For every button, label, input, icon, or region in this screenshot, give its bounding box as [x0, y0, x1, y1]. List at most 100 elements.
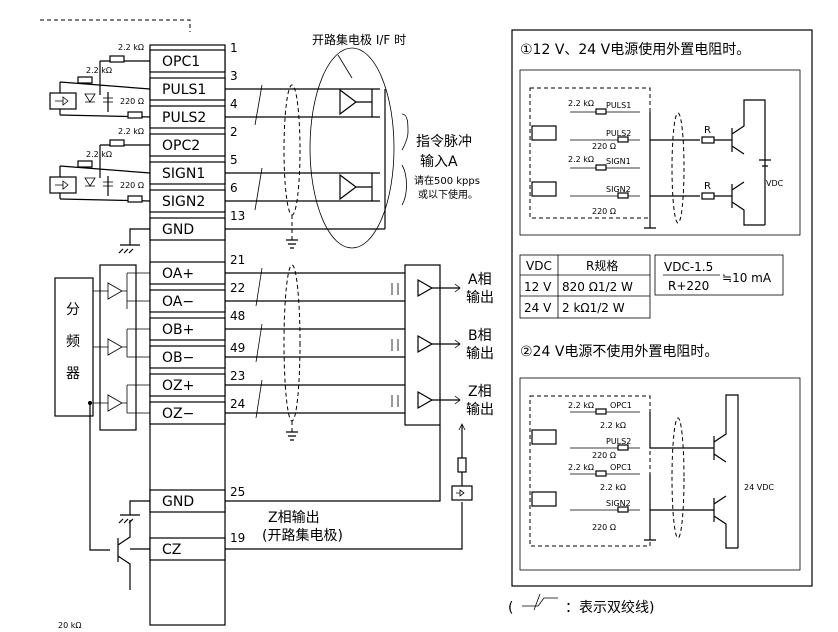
table-r2-c2: 2 kΩ1/2 W	[562, 301, 625, 315]
a-phase-label-1: A相	[468, 272, 492, 288]
res-sign1-2k2: 2.2 kΩ	[86, 150, 112, 159]
connector-signal-boxes	[149, 49, 226, 561]
divider-char-1: 分	[66, 302, 80, 318]
signal-gnd-25: GND	[162, 494, 194, 510]
pin-22: 22	[230, 281, 245, 295]
signal-oz-plus: OZ+	[162, 378, 194, 394]
signal-oz-minus: OZ−	[162, 406, 194, 422]
signal-ob-minus: OB−	[162, 350, 194, 366]
cmd-note-2: 或以下使用。	[418, 188, 478, 201]
panel-circuit-1	[519, 69, 801, 236]
pin-3: 3	[230, 69, 238, 83]
gnd-13-ground	[118, 228, 150, 254]
signal-puls1: PULS1	[162, 82, 206, 98]
z-open-collector-output	[225, 423, 473, 550]
twisted-legend-open: (	[508, 600, 513, 616]
table-r1-c2: 820 Ω1/2 W	[562, 280, 633, 294]
signal-oa-plus: OA+	[162, 266, 194, 282]
z-phase-label-1: Z相	[468, 384, 492, 400]
p2-opc1b: OPC1	[610, 463, 632, 472]
table-header-r: R规格	[586, 258, 618, 273]
p2-sign2: SIGN2	[606, 499, 631, 508]
pin-21: 21	[230, 253, 245, 267]
p1-sign1: SIGN1	[606, 157, 631, 166]
pin-4: 4	[230, 97, 238, 111]
pin-19: 19	[230, 531, 245, 545]
a-phase-label-2: 输出	[466, 290, 494, 306]
formula-numerator: VDC-1.5	[664, 260, 713, 274]
res-20k: 20 kΩ	[58, 621, 81, 630]
signal-opc2: OPC2	[162, 138, 200, 154]
pin-48: 48	[230, 309, 245, 323]
line-driver-box	[99, 264, 137, 431]
signal-opc1: OPC1	[162, 54, 200, 70]
p1-r-label-a: R	[704, 125, 711, 136]
panel-title-2: ②24 V电源不使用外置电阻时。	[520, 343, 718, 360]
signal-puls2: PULS2	[162, 110, 206, 126]
pin-49: 49	[230, 341, 245, 355]
b-phase-label-2: 输出	[466, 346, 494, 362]
p1-r-label-b: R	[704, 181, 711, 192]
cz-transistor	[89, 403, 150, 590]
p1-res-220b: 220 Ω	[592, 207, 616, 216]
b-phase-label-1: B相	[468, 328, 492, 344]
pin-6: 6	[230, 181, 238, 195]
z-oc-label-2: (开路集电极)	[262, 527, 343, 544]
divider-char-3: 器	[66, 366, 80, 382]
cmd-brace	[401, 113, 409, 206]
line-driver-buffers	[88, 272, 150, 414]
p2-opc1a: OPC1	[610, 401, 632, 410]
res-opc2-2k2: 2.2 kΩ	[118, 127, 144, 136]
p1-res-220a: 220 Ω	[592, 142, 616, 151]
p2-24vdc: 24 VDC	[744, 483, 774, 492]
p1-res-2k2b: 2.2 kΩ	[568, 155, 594, 164]
p2-res-2k2d: 2.2 kΩ	[600, 483, 626, 492]
signal-sign1: SIGN1	[162, 166, 205, 182]
signal-sign2: SIGN2	[162, 194, 205, 210]
signal-ob-plus: OB+	[162, 322, 194, 338]
res-opc1-2k2: 2.2 kΩ	[118, 43, 144, 52]
p1-sign2: SIGN2	[606, 185, 631, 194]
pin-5: 5	[230, 153, 238, 167]
p2-res-2k2a: 2.2 kΩ	[568, 401, 594, 410]
signal-oa-minus: OA−	[162, 294, 194, 310]
pin-1: 1	[230, 41, 238, 55]
res-puls-220: 220 Ω	[120, 97, 144, 106]
input-circuit-sign	[49, 139, 151, 203]
panel-title-1: ①12 V、24 V电源使用外置电阻时。	[520, 41, 750, 58]
frequency-divider-box	[54, 277, 94, 417]
encoder-output-wiring	[225, 264, 461, 502]
signal-cz: CZ	[162, 542, 181, 558]
pin-2: 2	[230, 125, 238, 139]
res-sign-220: 220 Ω	[120, 181, 144, 190]
open-collector-driver	[309, 47, 395, 249]
signal-gnd-13: GND	[162, 222, 194, 238]
p1-vdc: VDC	[766, 179, 784, 188]
connector-top-edge	[40, 19, 191, 32]
oc-pointer	[337, 54, 353, 79]
input-circuit-puls	[49, 55, 151, 119]
p1-puls1: PULS1	[606, 101, 631, 110]
pin-23: 23	[230, 369, 245, 383]
panel-circuit-2	[519, 377, 801, 571]
resistor-spec-table	[519, 254, 784, 319]
twisted-pair-symbol	[522, 593, 558, 611]
z-oc-label-1: Z相输出	[268, 510, 320, 526]
p2-res-220b: 220 Ω	[592, 523, 616, 532]
p2-res-220a: 220 Ω	[592, 451, 616, 460]
p2-puls2: PULS2	[606, 437, 631, 446]
twisted-legend-text: ：表示双绞线)	[565, 599, 654, 616]
divider-char-2: 频	[66, 334, 80, 350]
pin-24: 24	[230, 397, 245, 411]
input-wiring	[225, 84, 385, 249]
external-resistor-panel	[511, 29, 813, 587]
table-header-vdc: VDC	[526, 259, 552, 273]
p1-puls2: PULS2	[606, 129, 631, 138]
table-r2-c1: 24 V	[524, 301, 552, 315]
cmd-pulse-label-1: 指令脉冲	[416, 134, 472, 150]
cmd-pulse-label-2: 输入A	[420, 154, 458, 170]
pin-25: 25	[230, 485, 245, 499]
pin-13: 13	[230, 209, 245, 223]
formula-result: ≒10 mA	[722, 271, 772, 285]
